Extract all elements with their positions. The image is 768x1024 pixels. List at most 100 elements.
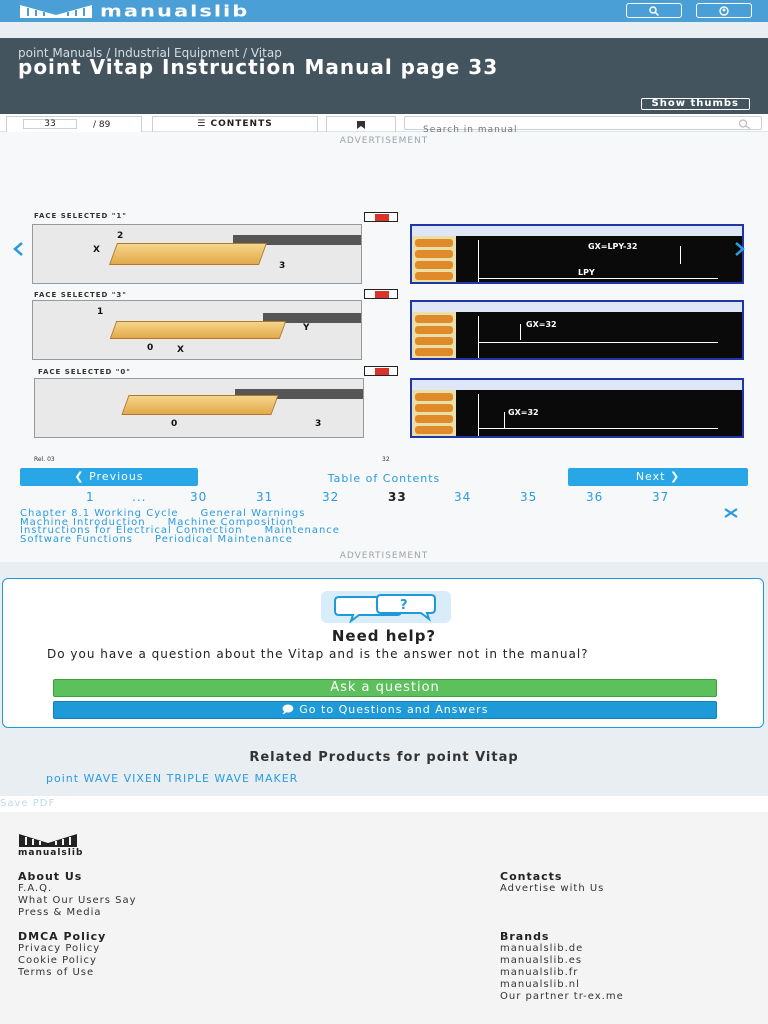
show-thumbs-button[interactable]: Show thumbs <box>640 98 750 110</box>
top-strip <box>0 22 768 38</box>
page-link-current: 33 <box>388 490 407 504</box>
chapter-link[interactable]: Periodical Maintenance <box>155 533 293 545</box>
bookmark-tab[interactable] <box>326 116 396 132</box>
question-chat-icon: ? <box>321 591 451 624</box>
search-button[interactable] <box>626 3 682 18</box>
advertisement-label: ADVERTISEMENT <box>339 551 429 561</box>
page-link[interactable]: 35 <box>520 490 538 504</box>
footer-link[interactable]: F.A.Q. <box>18 883 53 894</box>
user-icon <box>719 5 729 16</box>
expand-close-icon[interactable] <box>724 508 738 518</box>
pagination: 1 ... 30 31 32 33 34 35 36 37 <box>0 490 768 504</box>
software-screen: GX=LPY-32 LPY <box>410 224 744 284</box>
viewer-toolbar: 33 / 89 ☰ CONTENTS <box>0 114 768 136</box>
footer-heading: Brands <box>500 930 550 943</box>
bookmark-icon <box>357 120 365 129</box>
page-title: point Vitap Instruction Manual page 33 <box>18 55 499 79</box>
table-of-contents-link[interactable]: Table of Contents <box>327 472 441 485</box>
save-pdf-link[interactable]: Save PDF <box>0 798 56 809</box>
user-menu-button[interactable] <box>696 3 752 18</box>
chapter-link[interactable]: Maintenance <box>264 525 340 536</box>
chapter-link[interactable]: Instructions for Electrical Connection <box>20 525 243 536</box>
chat-icon: 🗩 <box>281 703 300 716</box>
previous-button[interactable]: ❮ Previous <box>20 468 198 486</box>
face-label: FACE SELECTED "3" <box>34 291 127 299</box>
chevron-right-icon: ❯ <box>665 470 681 483</box>
advertisement-label: ADVERTISEMENT <box>339 136 429 146</box>
footer-link[interactable]: Our partner tr-ex.me <box>500 991 624 1002</box>
footer-heading[interactable]: DMCA Policy <box>18 930 107 943</box>
help-text: Do you have a question about the Vitap a… <box>47 647 589 661</box>
footer-heading: Contacts <box>500 870 563 883</box>
page-link[interactable]: 30 <box>190 490 208 504</box>
total-pages: / 89 <box>93 120 111 130</box>
search-icon[interactable] <box>737 119 751 129</box>
help-title: Need help? <box>331 627 437 645</box>
chevron-left-icon: ❮ <box>74 470 90 483</box>
footer-logo-text: manualslib <box>18 848 84 858</box>
search-icon <box>649 5 659 16</box>
page-number: 32 <box>382 456 390 463</box>
face-label: FACE SELECTED "0" <box>38 368 131 376</box>
logo-text[interactable]: manualslib <box>100 2 250 20</box>
previous-page-arrow-icon[interactable] <box>12 242 26 256</box>
machine-photo: 0 3 <box>34 378 364 438</box>
footer-link[interactable]: manualslib.fr <box>500 967 579 978</box>
page-ellipsis: ... <box>132 490 147 504</box>
chapter-link[interactable]: Machine Composition <box>167 516 295 528</box>
help-card: ? Need help? Do you have a question abou… <box>2 578 764 728</box>
software-screen: GX=32 <box>410 300 744 360</box>
page-link[interactable]: 31 <box>256 490 274 504</box>
manual-search <box>404 116 762 136</box>
page-link[interactable]: 32 <box>322 490 340 504</box>
footer-heading: About Us <box>18 870 83 883</box>
breadcrumb-item[interactable]: point Manuals <box>18 46 103 60</box>
manualslib-logo-icon[interactable] <box>18 3 94 19</box>
footer-link[interactable]: What Our Users Say <box>18 895 137 906</box>
top-bar: manualslib <box>0 0 768 22</box>
footer-link[interactable]: manualslib.es <box>500 955 583 966</box>
page-link[interactable]: 37 <box>652 490 670 504</box>
next-button[interactable]: Next ❯ <box>568 468 748 486</box>
chapter-links: Chapter 8.1 Working Cycle General Warning… <box>20 508 720 545</box>
page-link[interactable]: 1 <box>86 490 95 504</box>
contents-tab[interactable]: ☰ CONTENTS <box>152 116 318 132</box>
manualslib-logo-icon[interactable] <box>18 832 78 848</box>
related-products: Related Products for point Vitap point W… <box>0 738 768 796</box>
breadcrumb-item[interactable]: Industrial Equipment <box>113 46 240 60</box>
face-icon <box>364 212 398 222</box>
footer: manualslib About Us F.A.Q. What Our User… <box>0 812 768 1024</box>
machine-photo: 1 0 X Y <box>32 300 362 360</box>
current-page-input[interactable]: 33 <box>23 119 77 129</box>
svg-text:?: ? <box>400 598 408 613</box>
machine-photo: 2 3 X <box>32 224 362 284</box>
footer-link[interactable]: Terms of Use <box>18 967 95 978</box>
footer-link[interactable]: Privacy Policy <box>18 943 101 954</box>
breadcrumb: point Manuals / Industrial Equipment / V… <box>18 46 282 60</box>
footer-link[interactable]: Cookie Policy <box>18 955 97 966</box>
footer-link[interactable]: manualslib.nl <box>500 979 580 990</box>
go-to-qa-button[interactable]: 🗩 Go to Questions and Answers <box>53 701 717 719</box>
help-section: ? Need help? Do you have a question abou… <box>0 562 768 738</box>
related-title: Related Products for point Vitap <box>249 750 519 765</box>
footer-link[interactable]: Press & Media <box>18 907 102 918</box>
footer-link[interactable]: Advertise with Us <box>500 883 605 894</box>
page-link[interactable]: 34 <box>454 490 472 504</box>
chapter-link[interactable]: Software Functions <box>20 533 134 545</box>
face-icon <box>364 366 398 376</box>
face-label: FACE SELECTED "1" <box>34 212 127 220</box>
chapter-link[interactable]: General Warnings <box>200 508 306 519</box>
chapter-link[interactable]: Machine Introduction <box>20 516 146 528</box>
next-page-arrow-icon[interactable] <box>732 242 746 256</box>
breadcrumb-item[interactable]: Vitap <box>250 46 282 60</box>
page-header: point Manuals / Industrial Equipment / V… <box>0 38 768 114</box>
software-screen: GX=32 <box>410 378 744 438</box>
page-selector: 33 / 89 <box>6 116 142 132</box>
chapter-link[interactable]: Chapter 8.1 Working Cycle <box>20 508 179 519</box>
page-link[interactable]: 36 <box>586 490 604 504</box>
ask-question-button[interactable]: Ask a question <box>53 679 717 697</box>
face-icon <box>364 289 398 299</box>
footer-link[interactable]: manualslib.de <box>500 943 584 954</box>
list-icon: ☰ <box>197 119 211 129</box>
related-product-link[interactable]: point WAVE VIXEN TRIPLE WAVE MAKER <box>46 772 299 785</box>
